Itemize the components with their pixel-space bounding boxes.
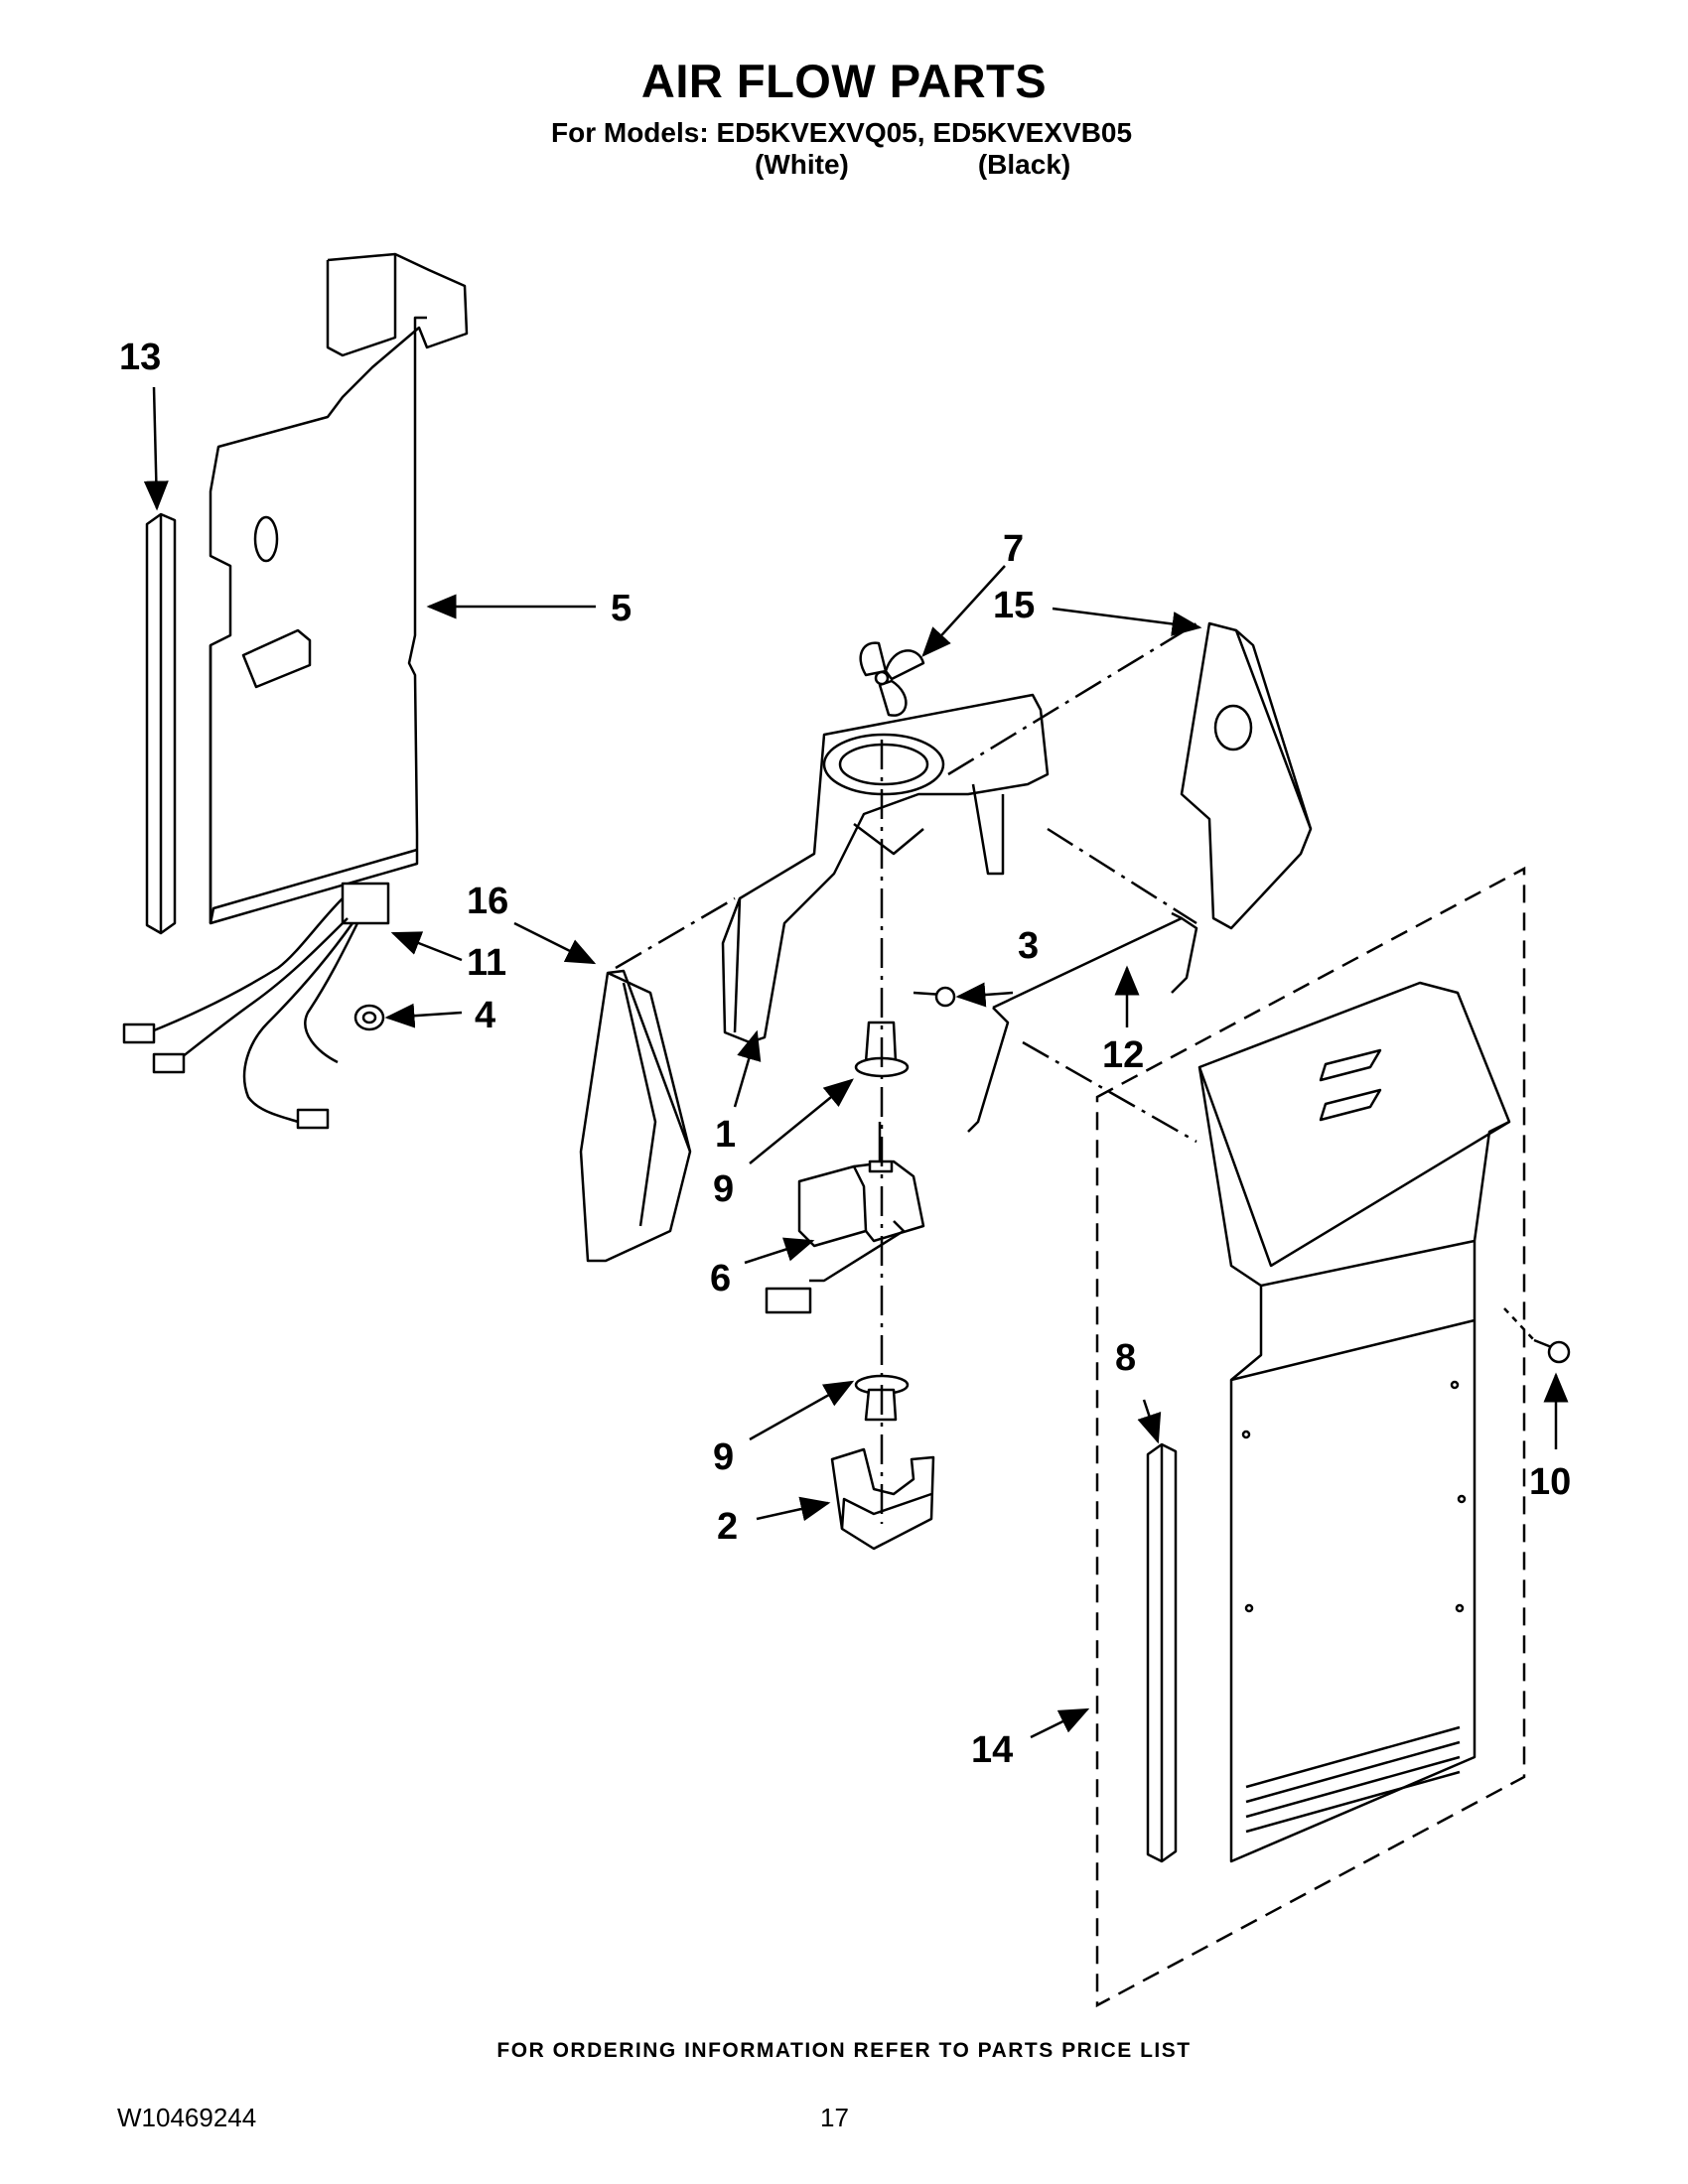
callout-7: 7 — [1003, 528, 1024, 570]
part-5-air-duct-cover — [209, 252, 469, 925]
part-7-fan-blade — [859, 641, 925, 717]
callout-15: 15 — [993, 585, 1035, 626]
callout-3: 3 — [1018, 925, 1039, 967]
part-10-screw — [1533, 1338, 1571, 1364]
callout-14: 14 — [971, 1729, 1013, 1771]
part-6-fan-motor — [765, 1122, 925, 1314]
models-line: For Models: ED5KVEXVQ05, ED5KVEXVB05 — [551, 117, 1133, 148]
callout-13: 13 — [119, 337, 161, 378]
callout-10: 10 — [1529, 1461, 1571, 1503]
callout-1: 1 — [715, 1114, 736, 1156]
callout-9-upper: 9 — [713, 1168, 734, 1210]
ordering-note: FOR ORDERING INFORMATION REFER TO PARTS … — [496, 2039, 1192, 2062]
part-12-wire-bracket — [967, 911, 1198, 1133]
part-14-air-duct-panel — [1197, 981, 1511, 1863]
document-number: W10469244 — [117, 2103, 257, 2132]
callout-16: 16 — [467, 881, 508, 922]
part-4-grommet — [353, 1004, 385, 1031]
callout-8: 8 — [1115, 1337, 1136, 1379]
callout-6: 6 — [710, 1258, 731, 1299]
page-number: 17 — [820, 2103, 849, 2132]
page-title: AIR FLOW PARTS — [640, 55, 1048, 107]
color-black-label: (Black) — [977, 149, 1071, 180]
callout-9-lower: 9 — [713, 1436, 734, 1478]
callout-11: 11 — [467, 942, 506, 984]
part-15-insulation-panel — [1180, 621, 1313, 930]
callout-4: 4 — [475, 995, 495, 1036]
assembly-lines — [615, 618, 1535, 2008]
part-3-screw — [913, 986, 956, 1008]
callout-5: 5 — [611, 588, 632, 629]
part-13-foam-strip — [145, 512, 177, 935]
leader-arrows — [143, 386, 1569, 1739]
part-16-insulation-panel — [579, 969, 692, 1263]
model-colors: (White) (Black) — [755, 149, 1070, 181]
part-11-wire-harness — [122, 882, 390, 1130]
part-8-foam-strip — [1146, 1442, 1178, 1863]
callout-2: 2 — [717, 1506, 738, 1548]
callout-12: 12 — [1102, 1034, 1144, 1076]
color-white-label: (White) — [755, 149, 849, 180]
part-1-fan-shroud — [721, 693, 1050, 1044]
